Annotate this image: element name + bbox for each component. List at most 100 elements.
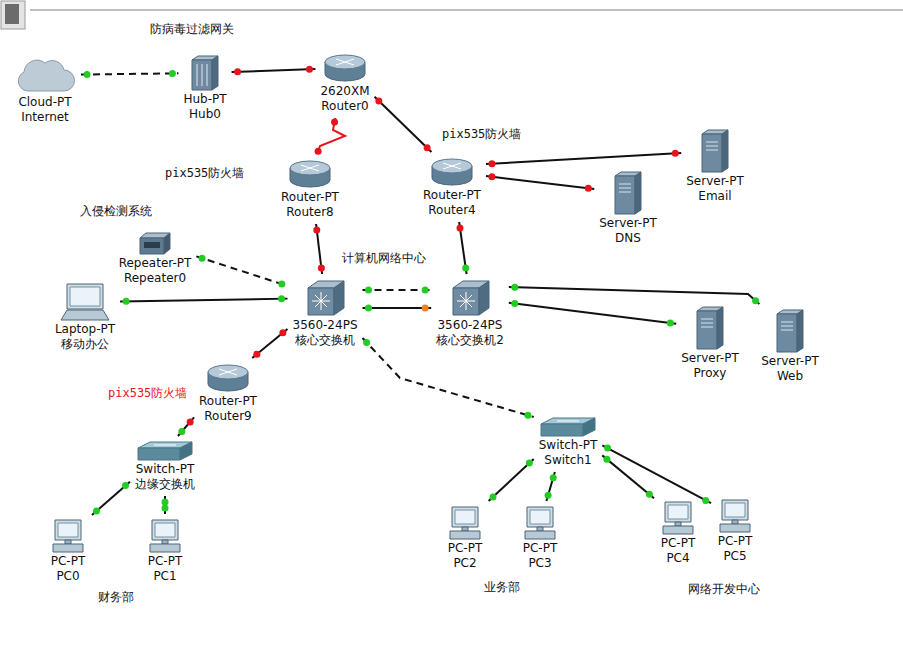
icon-part [452,507,478,527]
device-label: PC3 [528,556,551,571]
network-link [602,445,711,503]
device-node: PC-PTPC4 [656,498,700,568]
port-dot [178,428,185,435]
device-label: PC5 [723,549,746,564]
department-label: 网络开发中心 [688,582,760,597]
icon-part [583,418,595,436]
port-dot [462,265,469,272]
device-label: Router0 [321,99,368,114]
device-label: Repeater0 [124,271,186,286]
server-icon [773,308,807,354]
device-label: Switch1 [544,453,591,468]
port-dot [234,68,241,75]
icon-part [152,520,178,540]
icon-part [336,59,354,65]
port-dot [162,499,169,506]
port-dot [646,491,653,498]
port-dot [511,300,518,307]
server-icon [693,305,727,351]
icon-part [18,60,74,91]
port-dot [545,492,552,499]
device-heading: pix535防火墙 [442,127,521,142]
pc-icon [659,500,697,536]
pc-icon [521,505,559,541]
port-dot [667,320,674,327]
icon-part [537,527,543,531]
network-link [363,289,432,291]
network-link [81,73,178,74]
icon-part [138,448,180,460]
icon-part [720,524,750,532]
icon-part [697,311,717,349]
icon-part [180,442,192,460]
router-icon [429,156,475,188]
icon-part [619,184,631,192]
port-dot [526,460,533,467]
port-dot [422,305,429,312]
network-link [317,118,345,154]
network-link [252,329,287,358]
device-label: PC-PT [51,554,86,569]
network-link [92,482,130,515]
router-icon [287,158,333,190]
device-label: Hub-PT [183,92,226,107]
icon-part [725,503,745,517]
network-link [602,455,654,498]
icon-part [479,281,489,315]
icon-part [777,314,797,352]
device-label: 移动办公 [61,337,109,352]
icon-part [722,130,728,172]
device-heading: pix535防火墙 [108,386,187,401]
icon-part [212,56,218,90]
device-label: PC-PT [448,541,483,556]
port-dot [489,493,496,500]
port-dot [313,226,320,233]
device-node: Server-PTDNS [596,168,659,248]
network-link [486,176,594,189]
device-node: 计算机网络中心3560-24PS核心交换机 [290,276,361,350]
device-node: 2620XMRouter0 [317,50,372,116]
department-label: 财务部 [98,590,134,605]
icon-part [443,163,461,169]
icon-part [450,531,480,539]
port-dot [278,295,285,302]
device-node: 入侵检测系统Repeater-PTRepeater0 [116,228,195,288]
repeater-icon [136,230,174,256]
icon-part [525,531,555,539]
device-node: PC-PTPC5 [713,496,757,566]
icon-part [702,134,722,172]
device-label: 3560-24PS [437,318,502,333]
port-dot [363,339,370,346]
port-dot [253,351,260,358]
mls-icon [302,278,348,318]
device-label: PC2 [453,556,476,571]
icon-part [732,520,738,524]
port-dot [187,418,194,425]
device-node: 3560-24PS核心交换机2 [433,276,507,350]
device-label: Repeater-PT [119,256,192,271]
network-link [178,417,194,436]
port-dot [123,298,130,305]
pc-icon [146,518,184,554]
device-label: Internet [21,110,69,125]
port-dot [752,297,759,304]
port-dot [603,456,610,463]
port-dot [375,97,382,104]
icon-part [219,369,237,375]
device-heading: pix535防火墙 [165,166,244,181]
device-label: Proxy [694,366,727,381]
icon-part [208,365,248,379]
device-label: Router-PT [199,394,257,409]
port-dot [524,412,531,419]
icon-part [663,526,693,534]
icon-part [797,310,803,352]
network-link [375,97,432,152]
network-link [232,69,316,72]
icon-part [55,520,81,540]
icon-part [432,159,472,173]
device-label: Email [698,189,731,204]
device-node: pix535防火墙Router-PTRouter4 [420,154,484,220]
server-icon [698,128,732,174]
device-node: PC-PTPC1 [143,516,187,586]
icon-part [164,233,170,254]
